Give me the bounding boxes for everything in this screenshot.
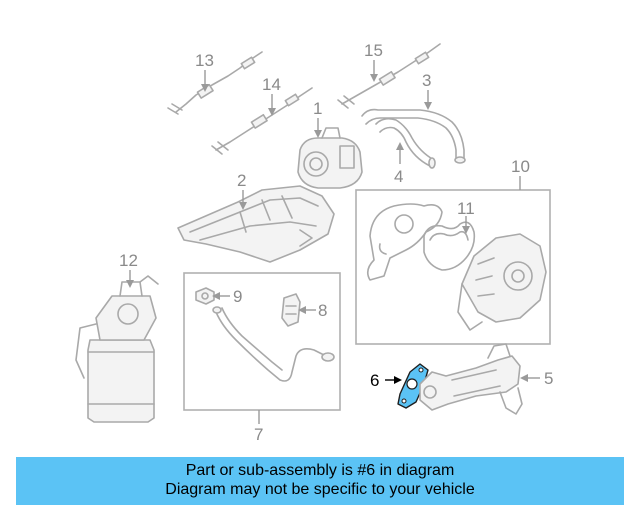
- part-2-heat-shield[interactable]: [177, 185, 335, 263]
- callout-3[interactable]: 3: [422, 71, 431, 90]
- part-15-sensor-cable[interactable]: [337, 43, 441, 109]
- part-8-bracket[interactable]: [281, 293, 301, 327]
- callout-10[interactable]: 10: [511, 157, 530, 176]
- callout-8[interactable]: 8: [318, 301, 327, 320]
- part-7-pipe[interactable]: [212, 306, 335, 382]
- part-9-clip[interactable]: [195, 287, 215, 305]
- callout-7[interactable]: 7: [254, 425, 263, 444]
- part-12-canister[interactable]: [75, 275, 159, 423]
- callout-15[interactable]: 15: [364, 41, 383, 60]
- part-1-pump[interactable]: [297, 127, 363, 189]
- part-10-pump-assembly[interactable]: [457, 233, 547, 331]
- banner-line-2: Diagram may not be specific to your vehi…: [165, 481, 475, 498]
- part-14-sensor-cable[interactable]: [211, 87, 313, 155]
- callout-4[interactable]: 4: [394, 167, 403, 186]
- callout-2[interactable]: 2: [237, 171, 246, 190]
- callout-11[interactable]: 11: [457, 199, 475, 218]
- callout-1[interactable]: 1: [313, 99, 322, 118]
- callout-9[interactable]: 9: [233, 287, 242, 306]
- callout-12[interactable]: 12: [119, 251, 138, 270]
- part-13-sensor-cable[interactable]: [167, 51, 263, 115]
- part-3-vent-hose[interactable]: [361, 108, 466, 164]
- part-7-group-box: [183, 272, 341, 411]
- callout-13[interactable]: 13: [195, 51, 214, 70]
- part-10-gasket[interactable]: [366, 203, 443, 281]
- callout-5[interactable]: 5: [544, 369, 553, 388]
- callout-6[interactable]: 6: [370, 371, 379, 390]
- part-5-pipe-assembly[interactable]: [419, 343, 523, 415]
- part-10-group-box: [355, 189, 551, 345]
- part-11-gasket[interactable]: [423, 221, 476, 271]
- callout-14[interactable]: 14: [262, 75, 281, 94]
- info-banner: Part or sub-assembly is #6 in diagram Di…: [16, 457, 624, 505]
- banner-line-1: Part or sub-assembly is #6 in diagram: [185, 462, 455, 479]
- part-4-hose[interactable]: [375, 117, 436, 169]
